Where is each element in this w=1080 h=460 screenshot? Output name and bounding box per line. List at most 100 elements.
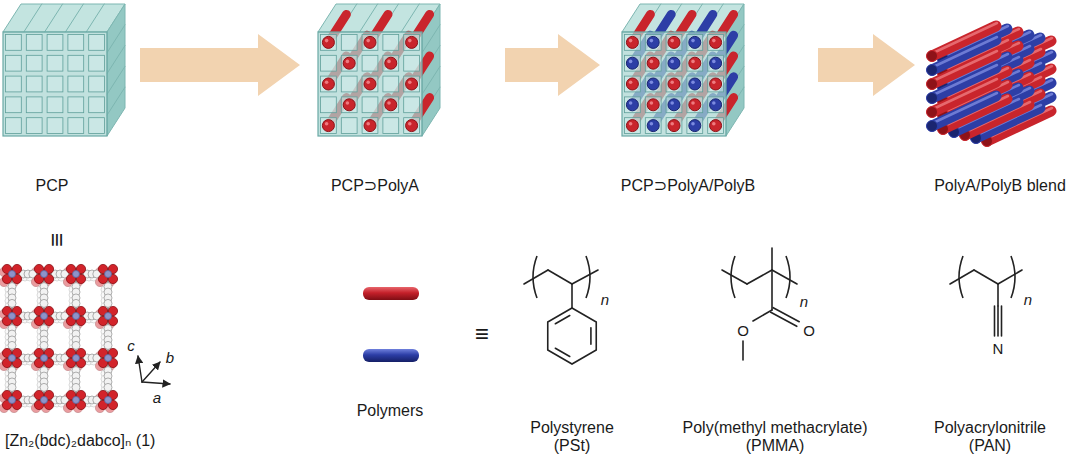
crystal-front-layer-part: [104, 383, 112, 391]
crystal-front-layer-part: [104, 341, 112, 349]
axis-label: a: [153, 389, 161, 406]
framework-cube-part: [107, 25, 125, 53]
polymer-rod-end-part: [668, 99, 680, 111]
polymer-rod-end-part: [629, 80, 633, 84]
pore-channel-part: [89, 35, 105, 51]
pore-channel-part: [26, 55, 42, 71]
pore-channel-part: [47, 118, 63, 134]
pore-channel-part: [321, 55, 337, 71]
pore-channel-part: [341, 76, 357, 92]
polymer-rod-end-part: [385, 57, 397, 69]
pmma-structure-part: [731, 256, 735, 298]
pore-channel-part: [89, 76, 105, 92]
pore-channel-part: [89, 118, 105, 134]
repeat-subscript: n: [1024, 291, 1032, 308]
crystal-front-layer-part: [105, 397, 112, 404]
polymer-rod-end-part: [668, 36, 680, 48]
polymer-rod-end-part: [691, 122, 695, 126]
label-slot: O: [737, 322, 749, 339]
stage-panel: PCP⊃PolyA: [300, 0, 505, 196]
crystal-front-layer-part: [9, 313, 16, 320]
polystyrene-structure-part: [548, 270, 572, 284]
pore-channel-part: [666, 97, 682, 113]
polymer-rod-end-part: [712, 122, 716, 126]
polystyrene-structure-part: [524, 270, 548, 284]
pore-channel-part: [341, 118, 357, 134]
polymer-rod-end-part: [668, 57, 680, 69]
pore-channel-part: [6, 118, 22, 134]
polymer-rod-end-part: [670, 122, 674, 126]
pan-structure-part: [997, 284, 999, 306]
pore-channel-part: [687, 35, 703, 51]
crystal-front-layer-part: [104, 299, 112, 307]
pmma-structure-part: [771, 270, 773, 310]
stage-label: PolyA/PolyB blend: [934, 176, 1066, 196]
label-slot: Polymers: [357, 402, 424, 420]
pore-channel-part: [666, 118, 682, 134]
atom-label: O: [737, 322, 749, 339]
polymer-rod-end-part: [325, 80, 329, 84]
polystyrene-structure-part: [533, 256, 537, 298]
polymer-rod-end-part: [691, 101, 695, 105]
polymer-rod-end-part: [322, 120, 334, 132]
polymer-blend: [927, 23, 1053, 147]
pore-channel-part: [645, 118, 661, 134]
pmma-structure-part: [747, 270, 772, 284]
pmma-structure-part: [722, 270, 747, 284]
framework-cube-part: [107, 4, 125, 136]
polymer-rod-end-part: [650, 101, 654, 105]
polymer-rod-end-part: [387, 101, 391, 105]
polymer-rod-end-part: [668, 78, 680, 90]
pore-channel-part: [68, 97, 84, 113]
pore-channel-part: [708, 97, 724, 113]
framework-cube-part: [45, 4, 63, 32]
pan-structure: [950, 256, 1022, 336]
stage-label: PCP: [36, 176, 69, 196]
pore-channel-part: [625, 55, 641, 71]
pmma-structure: [722, 248, 799, 360]
pore-channel-part: [341, 97, 357, 113]
polymer-rod-end-part: [650, 60, 654, 64]
polymer-rod-end-part: [650, 80, 654, 84]
pore-channel-part: [404, 55, 420, 71]
pore-channel-part: [341, 55, 357, 71]
polymer-rod-end-part: [366, 39, 370, 43]
pore-channel-part: [26, 118, 42, 134]
pore-channel-part: [625, 35, 641, 51]
polymer-rod-end-part: [629, 39, 633, 43]
framework-cube-part: [3, 4, 125, 32]
pmma-structure-part: [753, 310, 772, 321]
polymer-rod-end-part: [710, 36, 722, 48]
label-slot: Polyacrylonitrile (PAN): [920, 419, 1060, 455]
pore-channel-part: [6, 35, 22, 51]
polystyrene-structure-part: [548, 308, 596, 364]
framework-cube-part: [107, 46, 125, 74]
pore-channel-part: [362, 118, 378, 134]
atom-label: N: [993, 340, 1004, 357]
framework-cube-part: [65, 4, 83, 32]
equivalence-sign: ≡: [43, 233, 71, 247]
process-arrow: [818, 34, 915, 96]
pore-channel-part: [6, 55, 22, 71]
pore-channel-part: [26, 76, 42, 92]
atom-label: O: [803, 322, 815, 339]
polymer-rod-end-part: [689, 99, 701, 111]
crystal-front-layer-part: [73, 355, 80, 362]
axis-label: b: [166, 349, 174, 366]
pan-structure-part: [974, 270, 998, 284]
polymer-rod-end-part: [408, 122, 412, 126]
pore-channel-part: [645, 97, 661, 113]
framework-cube-part: [3, 32, 107, 136]
crystal-front-layer-part: [105, 271, 112, 278]
polymer-rod-end-part: [364, 78, 376, 90]
axis-label: c: [127, 337, 135, 354]
pore-channel-part: [47, 55, 63, 71]
polymer-rod-end-part: [322, 78, 334, 90]
axis-triad-part: [142, 382, 170, 384]
pore-channel-part: [404, 76, 420, 92]
pan-structure-part: [994, 306, 996, 336]
polymer-bar-part: [363, 287, 419, 300]
crystal-structure: [0, 264, 118, 412]
